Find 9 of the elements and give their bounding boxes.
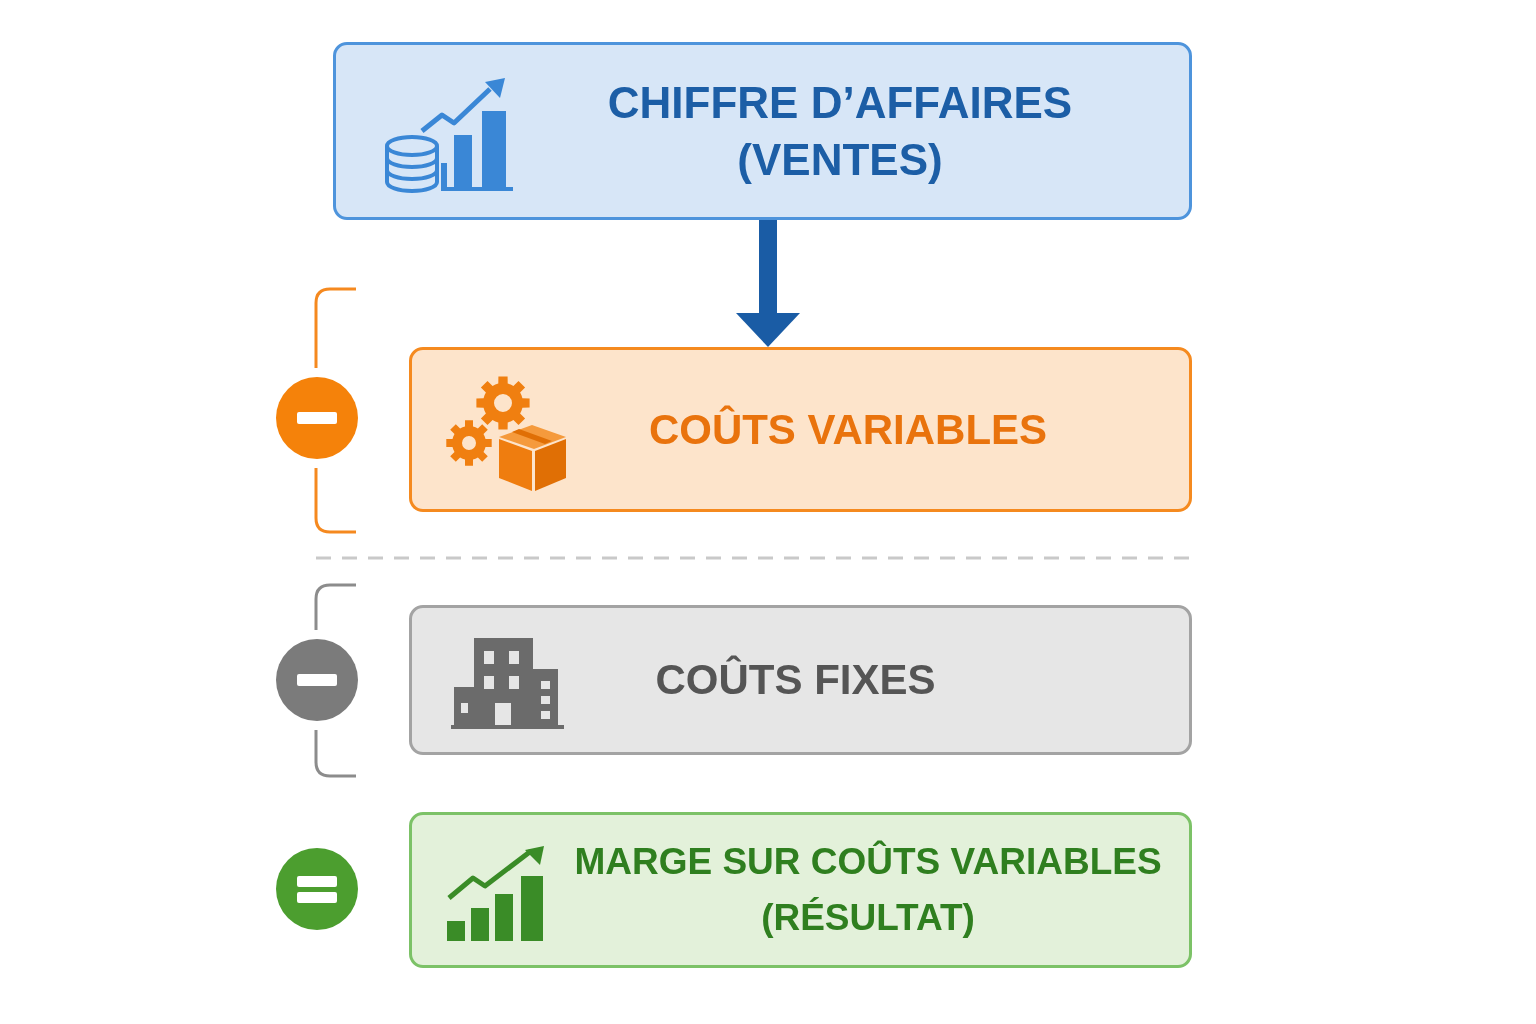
box-title: COÛTS FIXES (655, 654, 936, 705)
fixed-costs-box (409, 605, 1192, 755)
box-title: MARGE SUR COÛTS VARIABLES (RÉSULTAT) (573, 839, 1163, 940)
margin-box (409, 812, 1192, 968)
box-title: COÛTS VARIABLES (648, 404, 1048, 455)
variable-costs-box (409, 347, 1192, 512)
arrow (736, 220, 800, 347)
revenue-box (333, 42, 1192, 220)
box-title: CHIFFRE D’AFFAIRES (VENTES) (606, 77, 1074, 186)
